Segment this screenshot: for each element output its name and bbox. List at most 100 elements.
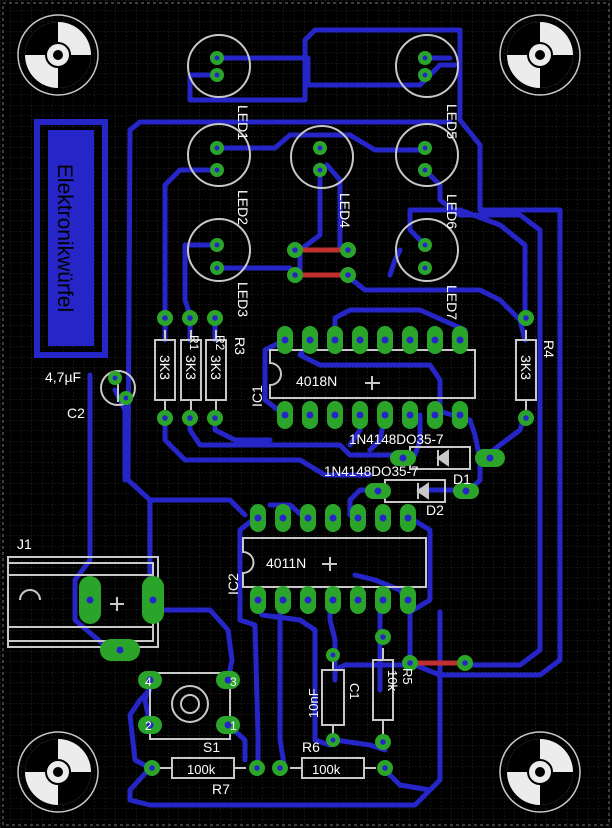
- label-r2: R2: [213, 335, 227, 351]
- label-d1: D1: [453, 471, 471, 487]
- label-c1: C1: [347, 683, 362, 700]
- label-s1-pin2: 2: [145, 719, 152, 733]
- label-r6-value: 100k: [312, 762, 341, 777]
- label-r2-value: 3K3: [183, 355, 199, 380]
- label-d2-part: 1N4148DO35-7: [324, 464, 419, 479]
- ic2-pad: [350, 504, 366, 532]
- led-pad: [313, 163, 327, 177]
- led-pad: [313, 141, 327, 155]
- ic2-pad: [400, 586, 416, 614]
- switch-pad: [216, 716, 240, 734]
- led-pad: [418, 261, 432, 275]
- label-s1-pin3: 3: [230, 675, 237, 689]
- resistor-pad: [518, 310, 534, 326]
- label-led3: LED3: [235, 282, 251, 317]
- switch-pad: [216, 671, 240, 689]
- capacitor-bodies: [100, 370, 345, 735]
- label-r5-value: 10k: [385, 670, 400, 691]
- connector-pad: [79, 576, 101, 624]
- label-ic1-part: 4018N: [296, 373, 337, 389]
- label-s1-pin4: 4: [145, 675, 152, 689]
- label-ic2: IC2: [225, 573, 241, 595]
- label-r6: R6: [302, 739, 320, 755]
- led-pad: [210, 68, 224, 82]
- label-led4: LED4: [337, 193, 353, 228]
- capacitor-pad: [326, 733, 340, 747]
- ic2-pad: [275, 586, 291, 614]
- label-c1-value: 10nF: [306, 688, 321, 718]
- label-d2: D2: [426, 502, 444, 518]
- resistor-pad: [377, 760, 393, 776]
- diode-pad: [453, 483, 479, 499]
- ic1-pad: [327, 326, 343, 354]
- mounting-holes: [17, 14, 581, 813]
- label-c2-value: 4,7µF: [45, 369, 81, 385]
- switch-pad: [138, 671, 162, 689]
- jumper-pad: [287, 242, 303, 258]
- resistor-pad: [182, 310, 198, 326]
- label-r5: R5: [400, 668, 415, 685]
- ic1-pad: [452, 401, 468, 429]
- ic2-pad: [375, 586, 391, 614]
- mounting-hole: [17, 14, 99, 96]
- resistor-pad: [144, 760, 160, 776]
- label-r7-value: 100k: [187, 762, 216, 777]
- ic2-pad: [275, 504, 291, 532]
- resistor-pad: [518, 410, 534, 426]
- jumper-pad: [287, 267, 303, 283]
- label-led1: LED1: [235, 105, 251, 140]
- ic1-pad: [427, 401, 443, 429]
- led-pad: [418, 141, 432, 155]
- label-s1-pin1: 1: [230, 719, 237, 733]
- labels: LED1 LED2 LED3 LED4 LED5 LED6 LED7 3K3 3…: [17, 104, 557, 797]
- led-pad: [210, 51, 224, 65]
- resistor-bodies: [154, 330, 537, 779]
- ic2-pad: [250, 586, 266, 614]
- capacitor-pad: [326, 648, 340, 662]
- label-r3: R3: [232, 337, 248, 355]
- ic2-pad: [400, 504, 416, 532]
- connector-pad: [142, 576, 164, 624]
- label-led5: LED5: [444, 104, 460, 139]
- ic1-pad: [277, 326, 293, 354]
- pads: [79, 51, 534, 776]
- diode-pad: [390, 450, 416, 466]
- led-pad: [210, 163, 224, 177]
- led-footprints: [187, 34, 459, 282]
- resistor-pad: [207, 310, 223, 326]
- label-r3-value: 3K3: [208, 355, 224, 380]
- jumper-pad: [340, 267, 356, 283]
- ic2-pad: [325, 586, 341, 614]
- ic2-pad: [350, 586, 366, 614]
- label-d1-part: 1N4148DO35-7: [349, 432, 444, 447]
- led-pad: [210, 238, 224, 252]
- jumper-pad: [402, 655, 418, 671]
- label-r4: R4: [541, 340, 557, 358]
- label-r1-value: 3K3: [157, 355, 173, 380]
- resistor-pad: [157, 410, 173, 426]
- capacitor-pad: [108, 371, 122, 385]
- ic1-pad: [352, 326, 368, 354]
- ic1-pad: [377, 401, 393, 429]
- led-pad: [418, 163, 432, 177]
- ic1-pad: [402, 326, 418, 354]
- mounting-hole: [17, 731, 99, 813]
- led-pad: [418, 238, 432, 252]
- connector-pad: [100, 639, 140, 661]
- mounting-hole: [499, 731, 581, 813]
- logo-block: Elektronikwürfel: [34, 119, 108, 358]
- led-pad: [418, 51, 432, 65]
- ic1-pad: [402, 401, 418, 429]
- label-j1: J1: [17, 536, 32, 552]
- jumper-pad: [340, 242, 356, 258]
- mounting-hole: [499, 14, 581, 96]
- ic1-pad: [302, 401, 318, 429]
- label-led7: LED7: [444, 285, 460, 320]
- label-led6: LED6: [444, 194, 460, 229]
- diode-pad: [475, 449, 505, 467]
- ic2-pad: [375, 504, 391, 532]
- resistor-pad: [375, 629, 391, 645]
- logo-text: Elektronikwürfel: [53, 164, 76, 312]
